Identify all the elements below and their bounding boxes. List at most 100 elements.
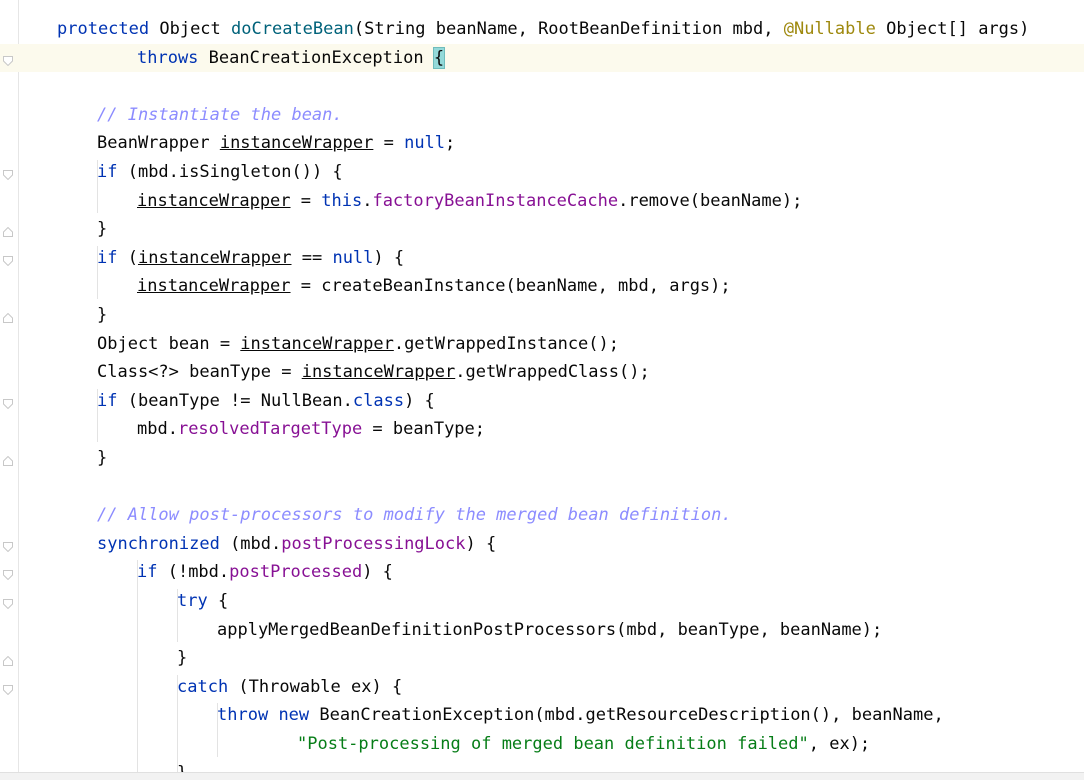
- code-token: catch: [177, 676, 229, 697]
- code-line[interactable]: // Allow post-processors to modify the m…: [0, 501, 1084, 529]
- code-text: if (instanceWrapper == null) {: [97, 244, 404, 272]
- fold-marker-icon[interactable]: [3, 396, 13, 410]
- fold-marker-icon[interactable]: [3, 167, 13, 181]
- indent-guide: [97, 160, 98, 214]
- code-token: resolvedTargetType: [177, 419, 363, 440]
- code-token: (mbd.isSingleton()) {: [117, 162, 343, 182]
- code-line[interactable]: if (instanceWrapper == null) {: [0, 244, 1084, 272]
- code-line[interactable]: }: [0, 215, 1084, 243]
- code-token: }: [97, 448, 108, 468]
- code-line[interactable]: BeanWrapper instanceWrapper = null;: [0, 129, 1084, 157]
- code-line[interactable]: "Post-processing of merged bean definiti…: [0, 730, 1084, 758]
- code-line[interactable]: instanceWrapper = createBeanInstance(bea…: [0, 272, 1084, 300]
- code-line[interactable]: Class<?> beanType = instanceWrapper.getW…: [0, 358, 1084, 386]
- code-token: synchronized: [97, 533, 220, 554]
- code-line[interactable]: if (beanType != NullBean.class) {: [0, 387, 1084, 415]
- code-text: }: [97, 301, 107, 329]
- code-text: applyMergedBeanDefinitionPostProcessors(…: [217, 616, 882, 644]
- code-token: applyMergedBeanDefinitionPostProcessors(…: [217, 619, 883, 640]
- fold-marker-icon[interactable]: [3, 596, 13, 610]
- code-token: class: [352, 390, 405, 411]
- code-token: // Allow post-processors to modify the m…: [97, 505, 732, 526]
- code-text: if (beanType != NullBean.class) {: [97, 387, 435, 415]
- code-text: BeanWrapper instanceWrapper = null;: [97, 129, 455, 157]
- code-token: (!mbd.: [157, 562, 230, 583]
- code-line[interactable]: if (!mbd.postProcessed) {: [0, 558, 1084, 586]
- code-line[interactable]: synchronized (mbd.postProcessingLock) {: [0, 530, 1084, 558]
- code-line[interactable]: }: [0, 444, 1084, 472]
- code-line[interactable]: throw new BeanCreationException(mbd.getR…: [0, 701, 1084, 729]
- code-line[interactable]: applyMergedBeanDefinitionPostProcessors(…: [0, 616, 1084, 644]
- code-line[interactable]: [0, 72, 1084, 100]
- code-token: (: [117, 247, 138, 268]
- fold-marker-icon[interactable]: [3, 539, 13, 553]
- code-text: }: [97, 444, 107, 472]
- fold-marker-icon[interactable]: [3, 310, 13, 323]
- code-token: (String beanName, RootBeanDefinition mbd…: [353, 19, 784, 39]
- code-line[interactable]: [0, 473, 1084, 501]
- code-token: if: [137, 562, 158, 583]
- code-line[interactable]: instanceWrapper = this.factoryBeanInstan…: [0, 187, 1084, 215]
- fold-marker-icon[interactable]: [3, 567, 13, 581]
- code-line[interactable]: protected Object doCreateBean(String bea…: [0, 15, 1084, 43]
- fold-marker-icon[interactable]: [3, 653, 13, 667]
- code-text: Object bean = instanceWrapper.getWrapped…: [97, 330, 619, 358]
- code-token: ;: [445, 133, 456, 154]
- code-token: this: [321, 190, 363, 211]
- code-token: postProcessingLock: [281, 533, 466, 554]
- code-line[interactable]: mbd.resolvedTargetType = beanType;: [0, 415, 1084, 443]
- code-text: }: [177, 759, 187, 780]
- code-token: mbd.: [137, 419, 178, 440]
- code-token: = createBeanInstance(beanName, mbd, args…: [290, 276, 731, 297]
- code-token: if: [97, 162, 118, 182]
- code-token: =: [373, 133, 405, 154]
- code-text: }: [177, 644, 187, 672]
- code-token: }: [177, 763, 187, 780]
- indent-guide: [97, 245, 98, 299]
- code-line[interactable]: }: [0, 644, 1084, 672]
- code-token: instanceWrapper: [301, 362, 456, 383]
- code-token: }: [97, 219, 108, 240]
- code-text: throw new BeanCreationException(mbd.getR…: [217, 701, 944, 729]
- fold-marker-icon[interactable]: [3, 682, 13, 696]
- code-token: =: [290, 190, 322, 211]
- horizontal-scrollbar[interactable]: [0, 772, 1084, 780]
- code-token: (mbd.: [219, 533, 282, 554]
- code-line[interactable]: // Instantiate the bean.: [0, 101, 1084, 129]
- code-line[interactable]: catch (Throwable ex) {: [0, 673, 1084, 701]
- code-token: protected: [57, 19, 150, 39]
- fold-marker-icon[interactable]: [3, 224, 13, 238]
- code-text: instanceWrapper = createBeanInstance(bea…: [137, 272, 731, 300]
- code-line[interactable]: }: [0, 301, 1084, 329]
- code-token: Class<?> beanType =: [97, 362, 302, 383]
- code-text: if (mbd.isSingleton()) {: [97, 158, 343, 186]
- code-line[interactable]: Object bean = instanceWrapper.getWrapped…: [0, 330, 1084, 358]
- code-token: .getWrappedClass();: [455, 362, 650, 383]
- code-token: BeanCreationException: [198, 47, 434, 68]
- code-token: Object[] args): [875, 19, 1030, 39]
- code-text: // Allow post-processors to modify the m…: [97, 501, 732, 529]
- code-token: doCreateBean: [231, 19, 354, 39]
- code-token: postProcessed: [229, 562, 363, 583]
- code-token: try: [177, 591, 208, 611]
- code-text: mbd.resolvedTargetType = beanType;: [137, 415, 485, 443]
- matched-brace: {: [432, 46, 446, 69]
- code-token: instanceWrapper: [240, 333, 394, 354]
- code-line[interactable]: }: [0, 759, 1084, 780]
- fold-marker-icon[interactable]: [3, 53, 13, 66]
- editor-gutter[interactable]: [0, 0, 18, 780]
- code-token: @Nullable: [783, 19, 876, 39]
- code-token: ) {: [465, 533, 497, 554]
- code-token: null: [332, 247, 374, 268]
- code-token: ) {: [404, 390, 435, 411]
- code-text: try {: [177, 587, 228, 615]
- code-token: (Throwable ex) {: [228, 676, 403, 697]
- code-line[interactable]: if (mbd.isSingleton()) {: [0, 158, 1084, 186]
- code-line[interactable]: try {: [0, 587, 1084, 615]
- code-token: instanceWrapper: [137, 247, 292, 268]
- fold-marker-icon[interactable]: [3, 453, 13, 466]
- fold-marker-icon[interactable]: [3, 253, 13, 267]
- code-token: instanceWrapper: [137, 190, 291, 211]
- code-line[interactable]: throws BeanCreationException {: [0, 43, 1084, 72]
